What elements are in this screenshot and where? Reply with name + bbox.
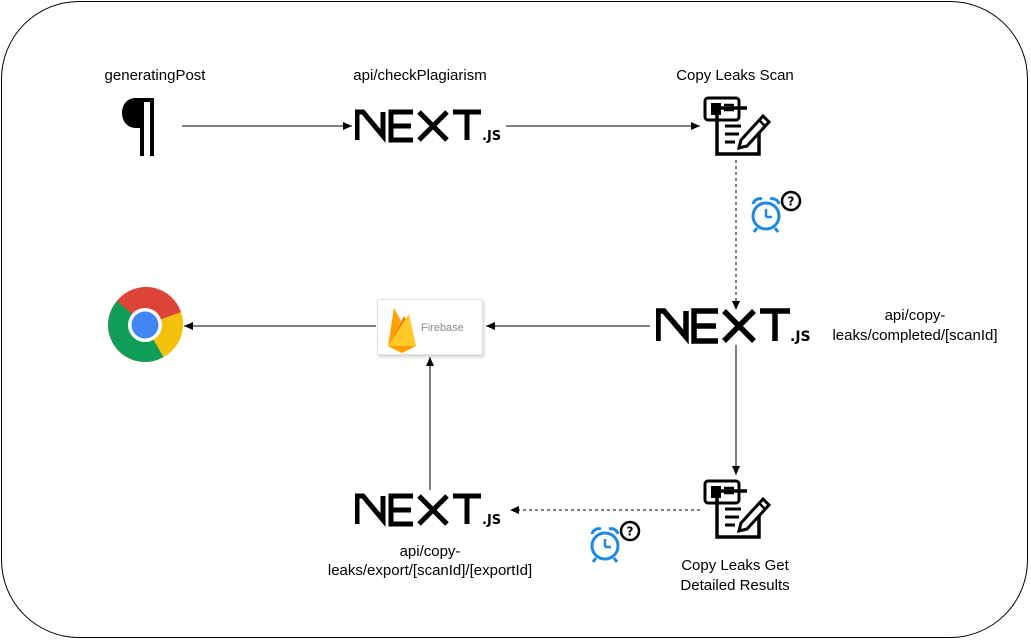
firebase-node: Firebase [377,299,483,355]
label-completed-line2: leaks/completed/[scanId] [832,327,998,344]
nextjs-suffix: .JS [790,329,811,345]
document-edit-icon-scan [703,94,772,158]
alarm-clock-icon-1: ? [748,190,804,234]
firebase-icon [388,308,416,353]
firebase-label: Firebase [421,322,464,334]
nextjs-logo-check: .JS [354,108,510,144]
chrome-icon [107,286,184,363]
pilcrow-icon [122,96,176,158]
label-copyleaks-scan: Copy Leaks Scan [676,67,794,84]
svg-text:?: ? [627,525,634,539]
alarm-clock-icon-2: ? [587,520,643,564]
label-results-line2: Detailed Results [680,577,790,594]
nextjs-logo-export: .JS [354,492,510,528]
label-results-line1: Copy Leaks Get [681,557,789,574]
label-generating-post: generatingPost [104,67,206,84]
nextjs-suffix: .JS [482,129,501,144]
nextjs-logo-completed: .JS [655,307,818,345]
label-completed-line1: api/copy- [884,307,946,324]
label-export-line2: leaks/export/[scanId]/[exportId] [327,562,533,579]
label-check-plagiarism: api/checkPlagiarism [353,67,487,84]
nextjs-suffix: .JS [482,513,501,528]
label-export-line1: api/copy- [399,543,461,560]
document-edit-icon-results [703,477,772,541]
svg-text:?: ? [788,195,795,209]
